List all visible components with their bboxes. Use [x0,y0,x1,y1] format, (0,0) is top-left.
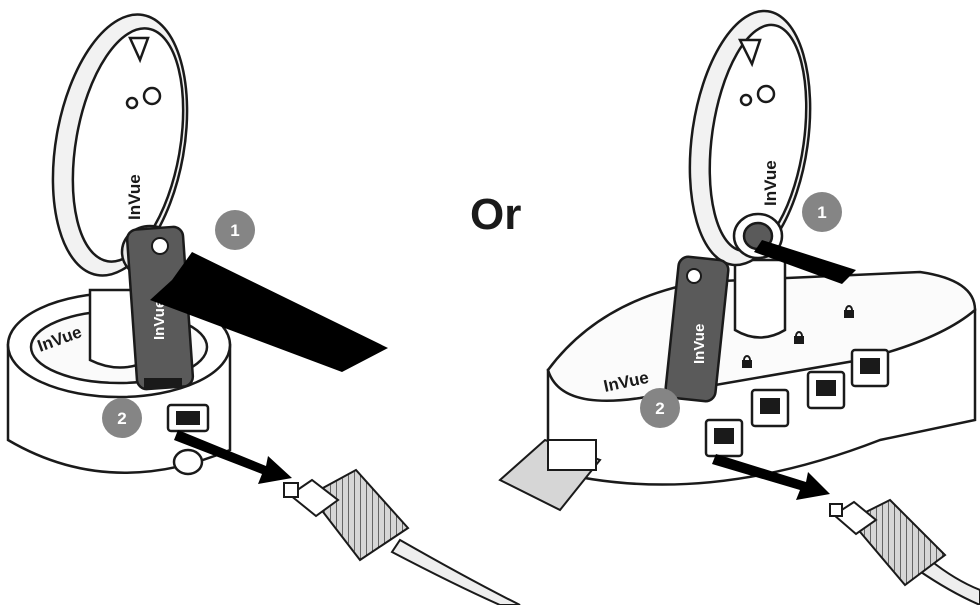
usb-key-brand-label: InVue [151,300,168,340]
fob-brand-label: InVue [761,160,780,206]
multi-port-hub: InVue [546,270,977,486]
pull-arrow-right [712,454,830,500]
fob-brand-label: InVue [125,174,144,220]
ethernet-cable-right [829,498,980,605]
step-badge-2-left: 2 [102,398,142,438]
lock-icon [794,331,804,344]
step-label: 2 [655,399,664,418]
usb-key-right: InVue [664,255,730,403]
or-separator: Or [470,190,522,239]
right-setup: InVue [498,9,980,605]
usb-key-brand-label: InVue [691,324,708,364]
ethernet-cable-left [283,468,521,605]
usb-key-left: InVue [125,225,195,391]
key-fob-right: InVue [688,9,812,339]
step-badge-2-right: 2 [640,388,680,428]
step-label: 2 [117,409,126,428]
step-label: 1 [230,221,239,240]
hub-side-connector [498,438,602,512]
pull-arrow-left [174,430,292,484]
insert-arrow-left [150,252,388,372]
lock-icon [844,305,854,318]
lock-icon [742,355,752,368]
insert-arrow-right [754,228,856,284]
step-badge-1-left: 1 [215,210,255,250]
step-label: 1 [817,203,826,222]
step-badge-1-right: 1 [802,192,842,232]
left-setup: InVue InVue InVue [6,13,521,605]
